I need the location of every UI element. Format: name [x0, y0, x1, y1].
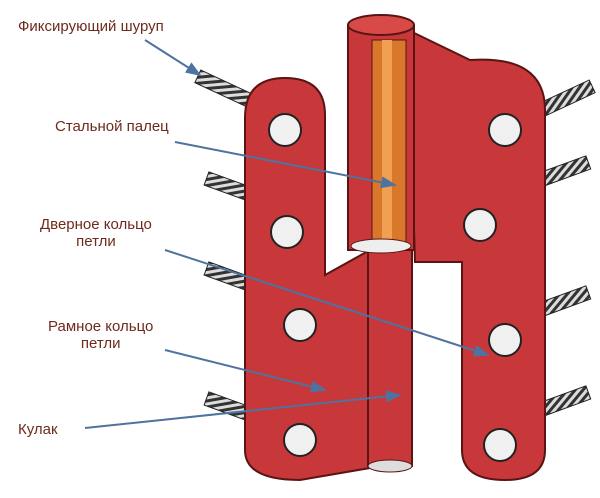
- label-frame-ring-line2: петли: [80, 335, 121, 352]
- arrow-door-ring: [164, 249, 490, 357]
- screw-heads: [268, 113, 522, 462]
- frame-leaf: [244, 76, 371, 482]
- arrow-pin: [174, 141, 397, 189]
- arrow-screw: [144, 39, 202, 77]
- label-frame-ring: Рамное кольцо петли: [48, 318, 153, 352]
- lower-knuckle: [367, 247, 413, 473]
- label-door-ring: Дверное кольцо петли: [40, 216, 152, 250]
- label-door-ring-line1: Дверное кольцо: [40, 216, 152, 233]
- upper-knuckle: [347, 14, 415, 254]
- label-frame-ring-line1: Рамное кольцо: [48, 318, 154, 335]
- arrow-knuckle: [84, 390, 402, 429]
- label-steel-pin: Стальной палец: [55, 118, 169, 135]
- label-fixing-screw: Фиксирующий шуруп: [18, 18, 164, 35]
- label-knuckle: Кулак: [18, 421, 58, 438]
- label-door-ring-line2: петли: [76, 233, 116, 250]
- arrow-frame-ring: [164, 349, 327, 393]
- screws: [194, 69, 596, 423]
- door-leaf: [406, 28, 546, 482]
